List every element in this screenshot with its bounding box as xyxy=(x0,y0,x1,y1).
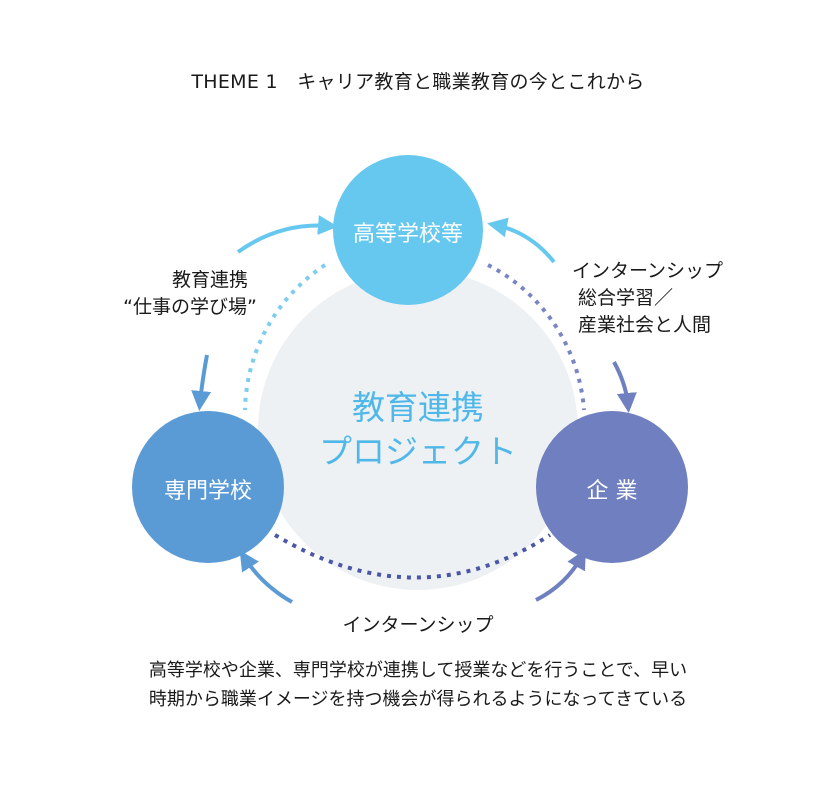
arrow-left-to-high-school xyxy=(236,215,338,254)
edge-label-right-line1: インターンシップ xyxy=(572,260,724,282)
dotted-ring-bottom xyxy=(273,533,552,580)
center-circle xyxy=(258,270,578,590)
description-line2: 時期から職業イメージを持つ機会が得られるようになってきている xyxy=(148,689,688,710)
company-label: 企 業 xyxy=(586,479,638,504)
arrow-right-to-company xyxy=(612,361,637,413)
node-high-school xyxy=(333,155,483,305)
description: 高等学校や企業、専門学校が連携して授業などを行うことで、早い 時期から職業イメー… xyxy=(0,656,836,714)
page-title: THEME 1 キャリア教育と職業教育の今とこれから xyxy=(191,71,645,93)
node-vocational-school xyxy=(132,411,284,563)
edge-label-right-line2: 総合学習／ xyxy=(578,287,674,309)
arrow-bottom-to-vocational xyxy=(239,550,293,604)
edge-label-right-line3: 産業社会と人間 xyxy=(578,314,712,336)
arrow-right-to-high-school xyxy=(487,217,556,264)
edge-label-right: インターンシップ 総合学習／ 産業社会と人間 xyxy=(572,258,723,339)
center-title-line2: プロジェクト xyxy=(319,432,517,471)
arrow-bottom-to-company xyxy=(535,548,586,602)
edge-label-left-line2: “仕事の学び場” xyxy=(123,296,257,318)
high-school-label: 高等学校等 xyxy=(352,222,463,247)
dotted-ring-left xyxy=(243,263,327,411)
edge-label-left: 教育連携 “仕事の学び場” xyxy=(120,267,260,321)
center-title-line1: 教育連携 xyxy=(352,388,484,427)
vocational-school-label: 専門学校 xyxy=(163,479,252,504)
edge-label-bottom: インターンシップ xyxy=(342,614,494,636)
edge-label-left-line1: 教育連携 xyxy=(171,269,248,291)
description-line1: 高等学校や企業、専門学校が連携して授業などを行うことで、早い xyxy=(148,660,688,681)
dotted-ring-right xyxy=(487,263,586,411)
node-company xyxy=(536,411,688,563)
arrow-left-to-vocational xyxy=(191,354,212,411)
center-title: 教育連携 プロジェクト xyxy=(298,386,538,474)
